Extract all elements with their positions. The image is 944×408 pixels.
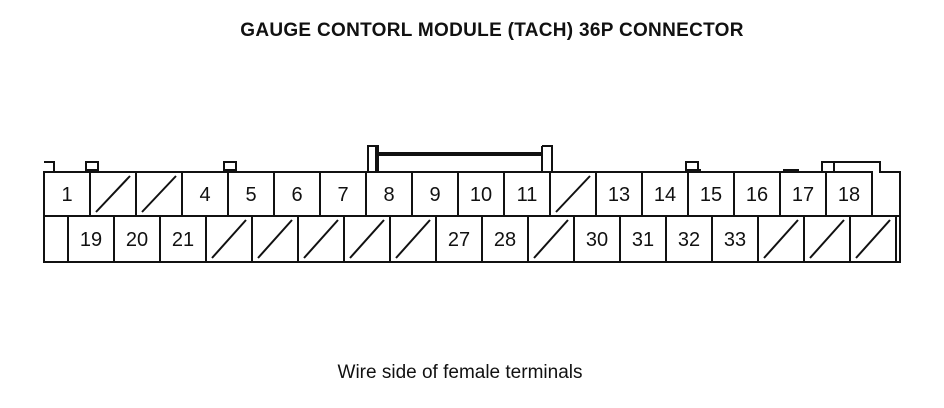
terminal-empty (135, 171, 183, 217)
terminal-number: 20 (126, 229, 148, 251)
terminal-32: 32 (665, 215, 713, 263)
terminal-number: 10 (470, 184, 492, 206)
terminal-13: 13 (595, 171, 643, 217)
terminal-cell (849, 215, 897, 263)
terminal-number: 16 (746, 184, 768, 206)
unused-terminal-slash (533, 219, 569, 259)
unused-terminal-slash (395, 219, 431, 259)
terminal-28: 28 (481, 215, 529, 263)
terminal-8: 8 (365, 171, 413, 217)
terminal-number: 31 (632, 229, 654, 251)
terminal-5: 5 (227, 171, 275, 217)
terminal-empty (849, 215, 897, 263)
terminal-number: 15 (700, 184, 722, 206)
terminal-empty (527, 215, 575, 263)
terminal-number: 17 (792, 184, 814, 206)
terminal-empty (389, 215, 437, 263)
terminal-33: 33 (711, 215, 759, 263)
terminal-15: 15 (687, 171, 735, 217)
terminal-18: 18 (825, 171, 873, 217)
diagram-title: GAUGE CONTORL MODULE (TACH) 36P CONNECTO… (240, 20, 744, 41)
unused-terminal-slash (763, 219, 799, 259)
terminal-19: 19 (67, 215, 115, 263)
terminal-empty (297, 215, 345, 263)
terminal-number: 21 (172, 229, 194, 251)
terminal-number: 6 (291, 184, 302, 206)
terminal-7: 7 (319, 171, 367, 217)
terminal-number: 1 (61, 184, 72, 206)
terminal-1: 1 (43, 171, 91, 217)
terminal-4: 4 (181, 171, 229, 217)
latch (368, 145, 553, 172)
terminal-number: 28 (494, 229, 516, 251)
terminal-number: 7 (337, 184, 348, 206)
terminal-number: 14 (654, 184, 676, 206)
terminal-6: 6 (273, 171, 321, 217)
unused-terminal-slash (257, 219, 293, 259)
terminal-empty (803, 215, 851, 263)
terminal-number: 19 (80, 229, 102, 251)
terminal-20: 20 (113, 215, 161, 263)
terminal-number: 27 (448, 229, 470, 251)
terminal-14: 14 (641, 171, 689, 217)
terminal-16: 16 (733, 171, 781, 217)
terminal-11: 11 (503, 171, 551, 217)
terminal-empty (251, 215, 299, 263)
terminal-31: 31 (619, 215, 667, 263)
terminal-number: 11 (517, 184, 538, 206)
unused-terminal-slash (303, 219, 339, 259)
terminal-17: 17 (779, 171, 827, 217)
unused-terminal-slash (95, 175, 131, 213)
terminal-number: 4 (199, 184, 210, 206)
terminal-10: 10 (457, 171, 505, 217)
terminal-number: 33 (724, 229, 746, 251)
terminal-empty (89, 171, 137, 217)
terminal-empty (205, 215, 253, 263)
terminal-empty (549, 171, 597, 217)
terminal-number: 18 (838, 184, 860, 206)
unused-terminal-slash (555, 175, 591, 213)
unused-terminal-slash (855, 219, 891, 259)
terminal-number: 8 (383, 184, 394, 206)
unused-terminal-slash (809, 219, 845, 259)
unused-terminal-slash (211, 219, 247, 259)
terminal-9: 9 (411, 171, 459, 217)
caption: Wire side of female terminals (337, 362, 583, 383)
locking-tab (821, 161, 835, 173)
terminal-number: 32 (678, 229, 700, 251)
terminal-21: 21 (159, 215, 207, 263)
terminal-30: 30 (573, 215, 621, 263)
unused-terminal-slash (141, 175, 177, 213)
terminal-number: 5 (245, 184, 256, 206)
terminal-empty (343, 215, 391, 263)
terminal-empty (757, 215, 805, 263)
unused-terminal-slash (349, 219, 385, 259)
terminal-number: 13 (608, 184, 630, 206)
terminal-number: 9 (429, 184, 440, 206)
terminal-27: 27 (435, 215, 483, 263)
terminal-number: 30 (586, 229, 608, 251)
